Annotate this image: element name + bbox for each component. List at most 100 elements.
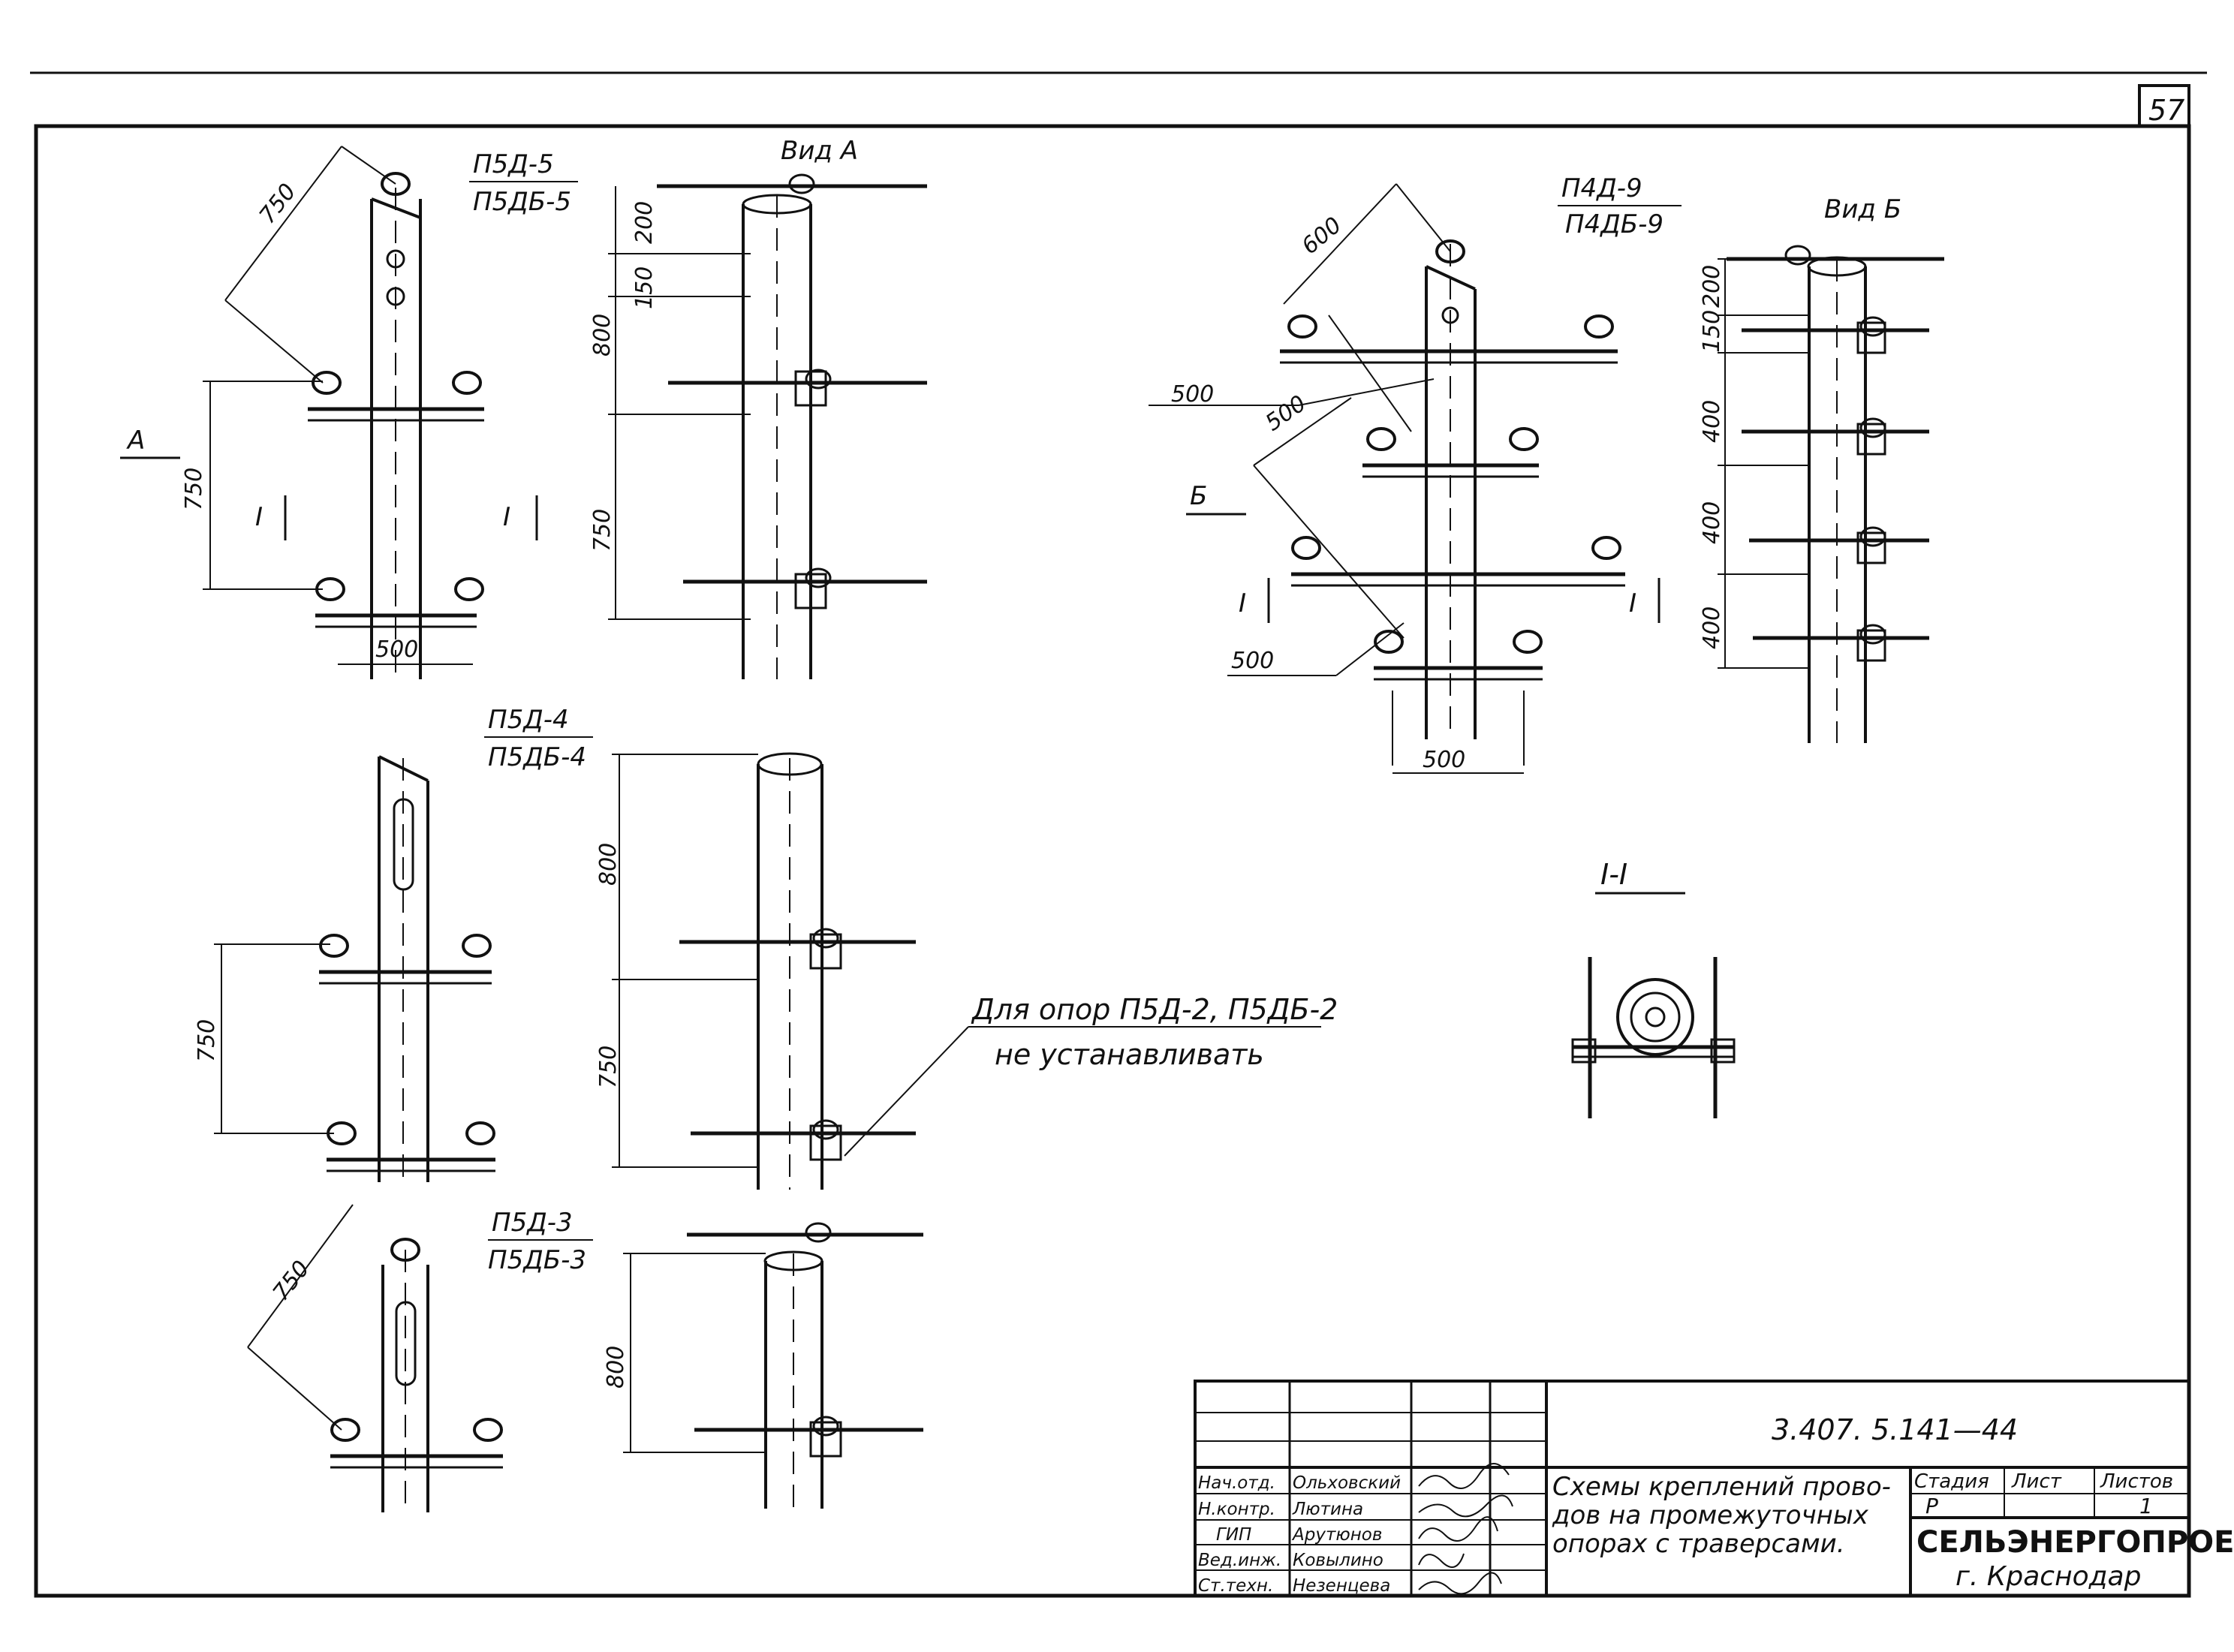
title-line3: опорах с траверсами. bbox=[1552, 1529, 1845, 1559]
stamp-name-3: Ковылино bbox=[1293, 1551, 1383, 1570]
label-p5d5-top: П5Д-5 bbox=[473, 149, 554, 179]
dim-500-d4: 500 bbox=[1423, 747, 1465, 773]
insulator-icon bbox=[1374, 630, 1404, 654]
label-p5d3-top: П5Д-3 bbox=[492, 1208, 573, 1238]
dim-800-c: 800 bbox=[603, 1346, 629, 1389]
insulator-icon bbox=[1509, 427, 1539, 451]
page-number: 57 bbox=[2148, 94, 2184, 127]
insulator-icon bbox=[462, 934, 492, 958]
insulator-icon bbox=[805, 369, 832, 390]
dim-750-a2: 750 bbox=[589, 509, 616, 552]
stamp-role-0: Нач.отд. bbox=[1198, 1473, 1275, 1493]
insulator-icon bbox=[1435, 239, 1465, 263]
dim-750-b: 750 bbox=[194, 1019, 220, 1062]
dim-400-b2: 400 bbox=[1699, 501, 1725, 544]
note-leader bbox=[844, 1026, 969, 1157]
dim-500-a: 500 bbox=[375, 636, 418, 663]
drawing-frame bbox=[34, 124, 2191, 1598]
insulator-icon bbox=[1291, 536, 1321, 560]
stamp-role-2: ГИП bbox=[1216, 1525, 1251, 1545]
section-mark-3: I bbox=[1239, 588, 1246, 618]
dim-150-b: 150 bbox=[1699, 310, 1725, 353]
note-line2: не устанавливать bbox=[995, 1038, 1264, 1071]
page-number-box bbox=[2138, 84, 2190, 128]
insulator-icon bbox=[1859, 417, 1886, 438]
stamp-role-3: Вед.инж. bbox=[1198, 1551, 1281, 1570]
stamp-role-1: Н.контр. bbox=[1198, 1500, 1275, 1519]
col-sheet: Лист bbox=[2011, 1470, 2062, 1493]
insulator-icon bbox=[1859, 526, 1886, 547]
label-p5d4-bottom: П5ДБ-4 bbox=[488, 742, 586, 772]
pole-p5d3-side bbox=[623, 1222, 923, 1509]
dim-150-a: 150 bbox=[631, 266, 658, 309]
insulator-icon bbox=[812, 1119, 839, 1140]
dim-200-a: 200 bbox=[631, 201, 658, 244]
dim-500-d3: 500 bbox=[1231, 648, 1274, 674]
label-p4d9-top: П4Д-9 bbox=[1561, 173, 1642, 203]
dim-750-c: 750 bbox=[268, 1256, 315, 1306]
dim-500-d1: 500 bbox=[1171, 381, 1214, 408]
arrow-b-label: Б bbox=[1190, 481, 1207, 511]
signature-4 bbox=[1418, 1572, 1502, 1595]
insulator-icon bbox=[330, 1418, 360, 1442]
organization: СЕЛЬЭНЕРГОПРОЕКТ bbox=[1916, 1525, 2234, 1560]
dim-800-a: 800 bbox=[589, 314, 616, 357]
insulator-icon bbox=[1591, 536, 1621, 560]
stamp-name-4: Незенцева bbox=[1293, 1576, 1390, 1596]
pole-view-b bbox=[1718, 245, 1944, 743]
note-line1: Для опор П5Д-2, П5ДБ-2 bbox=[971, 993, 1338, 1026]
arrow-a-label: А bbox=[126, 426, 145, 456]
signature-3 bbox=[1418, 1553, 1465, 1568]
insulator-icon bbox=[390, 1238, 420, 1262]
insulator-icon bbox=[788, 173, 815, 194]
insulator-icon bbox=[452, 371, 482, 395]
insulator-icon bbox=[1366, 427, 1396, 451]
title-line1: Схемы креплений прово- bbox=[1552, 1472, 1891, 1502]
sheets-value: 1 bbox=[2139, 1494, 2153, 1518]
insulator-icon bbox=[812, 1416, 839, 1437]
insulator-icon bbox=[1859, 316, 1886, 337]
drawing-code: 3.407. 5.141—44 bbox=[1772, 1413, 2018, 1446]
label-p5d4-top: П5Д-4 bbox=[488, 705, 569, 735]
signature-0 bbox=[1418, 1463, 1510, 1489]
label-view-b: Вид Б bbox=[1824, 194, 1901, 224]
pole-p5d5-front bbox=[203, 146, 484, 679]
title-line2: дов на промежуточных bbox=[1552, 1500, 1869, 1530]
section-mark-2: I bbox=[503, 502, 510, 532]
insulator-icon bbox=[1784, 245, 1811, 266]
label-p5d5-bottom: П5ДБ-5 bbox=[473, 187, 571, 217]
section-mark-1: I bbox=[255, 502, 263, 532]
pole-p5d4-front bbox=[214, 755, 495, 1182]
pole-view-a bbox=[608, 173, 927, 679]
pole-p4d9-front bbox=[1149, 183, 1625, 774]
col-sheets: Листов bbox=[2100, 1470, 2173, 1493]
insulator-icon bbox=[473, 1418, 503, 1442]
insulator-icon bbox=[465, 1121, 495, 1145]
insulator-icon bbox=[812, 928, 839, 949]
dim-750-b2: 750 bbox=[595, 1046, 622, 1088]
stamp-name-1: Лютина bbox=[1292, 1500, 1363, 1519]
col-stage: Стадия bbox=[1914, 1470, 1989, 1493]
dim-400-b3: 400 bbox=[1699, 606, 1725, 649]
pole-p5d4-side bbox=[612, 752, 916, 1190]
insulator-icon bbox=[312, 371, 342, 395]
stamp-role-4: Ст.техн. bbox=[1198, 1576, 1273, 1596]
insulator-icon bbox=[1859, 624, 1886, 645]
dim-500-d2: 500 bbox=[1261, 390, 1311, 437]
label-p5d3-bottom: П5ДБ-3 bbox=[488, 1245, 586, 1275]
dim-750-diag-a: 750 bbox=[254, 179, 302, 229]
stamp-name-0: Ольховский bbox=[1293, 1473, 1401, 1493]
stage-value: Р bbox=[1925, 1494, 1938, 1518]
dim-400-b1: 400 bbox=[1699, 400, 1725, 443]
signature-1 bbox=[1418, 1494, 1513, 1518]
insulator-icon bbox=[805, 1222, 832, 1243]
insulator-icon bbox=[805, 567, 832, 588]
dim-200-b: 200 bbox=[1699, 265, 1725, 308]
insulator-icon bbox=[1513, 630, 1543, 654]
label-p4d9-bottom: П4ДБ-9 bbox=[1565, 209, 1663, 239]
title-block bbox=[1194, 1380, 2190, 1597]
insulator-icon bbox=[1584, 314, 1614, 339]
insulator-icon bbox=[319, 934, 349, 958]
section-i-i bbox=[1571, 957, 1736, 1118]
pole-p5d3-front bbox=[247, 1204, 503, 1512]
